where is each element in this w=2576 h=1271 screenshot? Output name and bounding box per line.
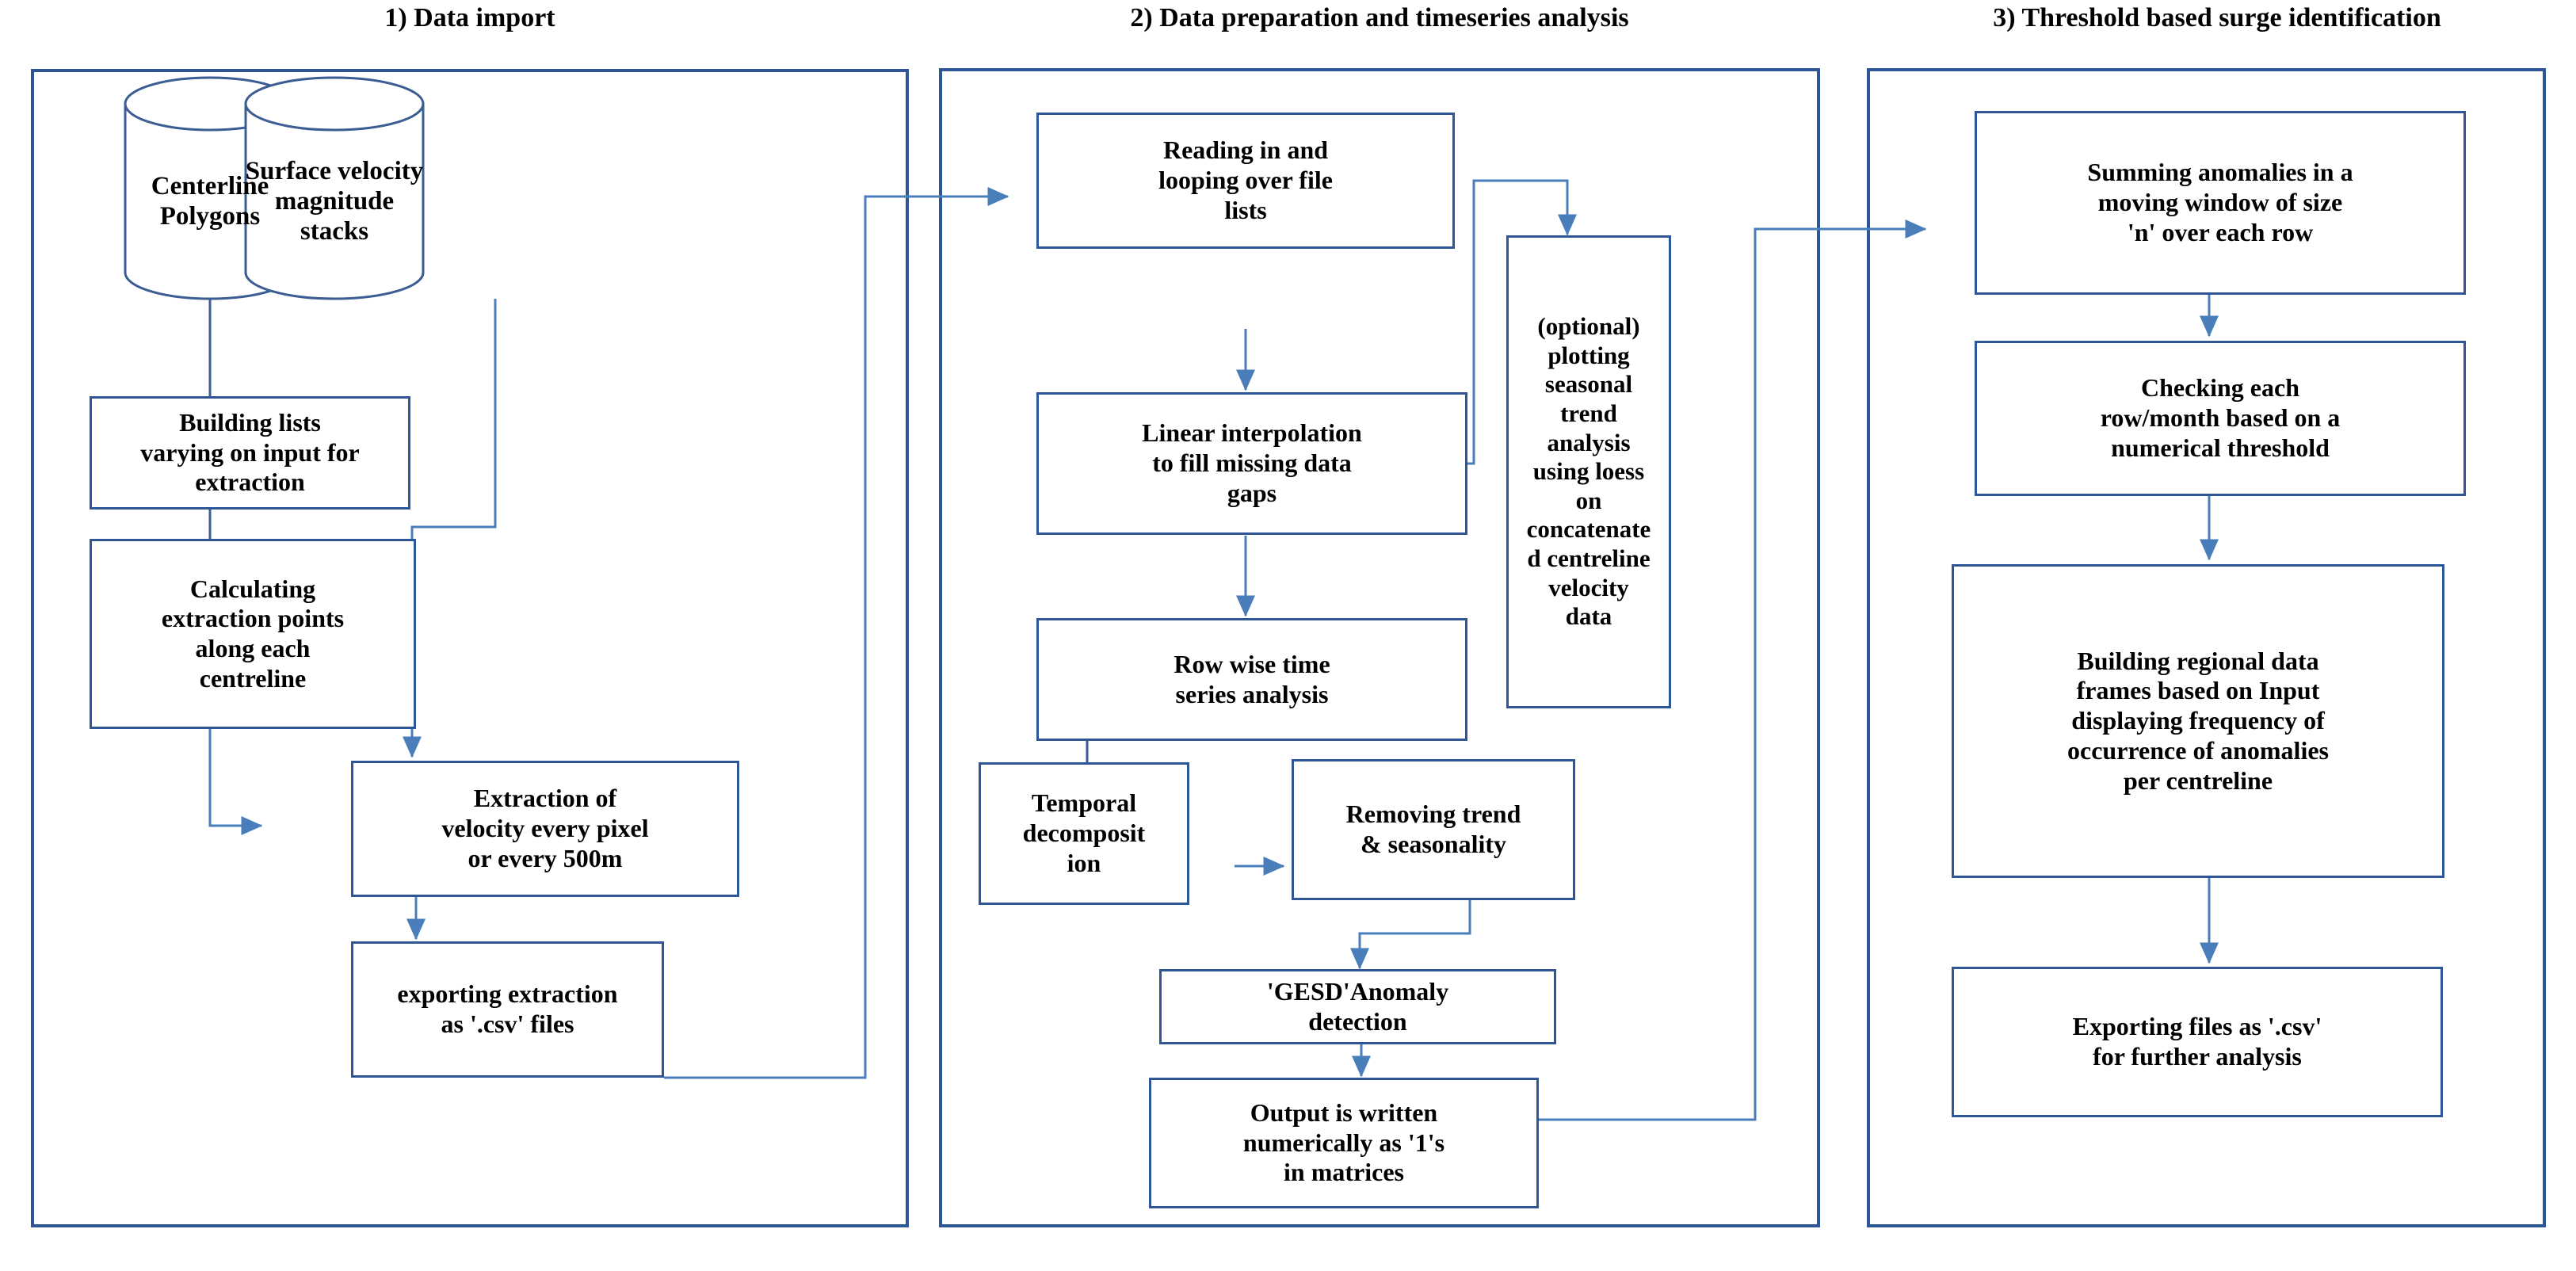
panel-3-frame bbox=[1867, 68, 2546, 1227]
node-reading-looping-file-lists[interactable]: Reading in and looping over file lists bbox=[1036, 113, 1455, 249]
node-building-lists[interactable]: Building lists varying on input for extr… bbox=[90, 396, 410, 510]
node-exporting-extraction-csv[interactable]: exporting extraction as '.csv' files bbox=[351, 941, 664, 1078]
node-extraction-of-velocity-label: Extraction of velocity every pixel or ev… bbox=[441, 784, 649, 872]
node-checking-row-month-label: Checking each row/month based on a numer… bbox=[2100, 373, 2341, 462]
connector-output-to-summing bbox=[1539, 219, 1927, 1121]
node-linear-interpolation[interactable]: Linear interpolation to fill missing dat… bbox=[1036, 392, 1467, 535]
node-gesd-anomaly-detection-label: 'GESD'Anomaly detection bbox=[1266, 976, 1449, 1036]
node-exporting-files-csv[interactable]: Exporting files as '.csv' for further an… bbox=[1952, 967, 2443, 1117]
panel-2-title: 2) Data preparation and timeseries analy… bbox=[1130, 3, 1629, 32]
connector-surface-velocity-to-extraction bbox=[403, 299, 497, 758]
connector-removing-to-gesd bbox=[1350, 900, 1471, 970]
cylinder-label-centerline-polygons: Centerline Polygons bbox=[151, 172, 269, 231]
node-calculating-extraction-points[interactable]: Calculating extraction points along each… bbox=[90, 539, 416, 729]
connector-exporting-to-reading bbox=[664, 187, 1009, 1079]
node-temporal-decomposition-label: Temporal decomposit ion bbox=[1022, 788, 1146, 877]
connector-calculating-to-extraction bbox=[208, 729, 263, 835]
node-calculating-extraction-points-label: Calculating extraction points along each… bbox=[161, 574, 345, 693]
node-row-wise-time-series[interactable]: Row wise time series analysis bbox=[1036, 618, 1467, 741]
node-building-regional-data-frames[interactable]: Building regional data frames based on I… bbox=[1952, 564, 2444, 878]
node-linear-interpolation-label: Linear interpolation to fill missing dat… bbox=[1142, 418, 1362, 507]
node-extraction-of-velocity[interactable]: Extraction of velocity every pixel or ev… bbox=[351, 761, 739, 897]
node-optional-plotting-loess[interactable]: (optional) plotting seasonal trend analy… bbox=[1506, 235, 1671, 708]
panel-3-title: 3) Threshold based surge identification bbox=[1993, 3, 2441, 32]
node-building-regional-data-frames-label: Building regional data frames based on I… bbox=[2067, 646, 2329, 795]
node-removing-trend-seasonality-label: Removing trend & seasonality bbox=[1345, 800, 1521, 858]
panel-1-frame bbox=[31, 69, 909, 1227]
node-summing-anomalies-label: Summing anomalies in a moving window of … bbox=[2087, 158, 2353, 246]
node-exporting-files-csv-label: Exporting files as '.csv' for further an… bbox=[2072, 1012, 2322, 1071]
node-summing-anomalies[interactable]: Summing anomalies in a moving window of … bbox=[1975, 111, 2466, 295]
node-exporting-extraction-csv-label: exporting extraction as '.csv' files bbox=[397, 979, 618, 1038]
node-row-wise-time-series-label: Row wise time series analysis bbox=[1174, 649, 1330, 708]
node-temporal-decomposition[interactable]: Temporal decomposit ion bbox=[979, 762, 1189, 905]
node-reading-looping-file-lists-label: Reading in and looping over file lists bbox=[1158, 135, 1333, 224]
panel-2-frame bbox=[939, 68, 1820, 1227]
node-output-written-numerically-label: Output is written numerically as '1's in… bbox=[1242, 1097, 1445, 1187]
node-gesd-anomaly-detection[interactable]: 'GESD'Anomaly detection bbox=[1159, 969, 1556, 1044]
node-removing-trend-seasonality[interactable]: Removing trend & seasonality bbox=[1292, 759, 1575, 900]
node-checking-row-month[interactable]: Checking each row/month based on a numer… bbox=[1975, 341, 2466, 496]
node-output-written-numerically[interactable]: Output is written numerically as '1's in… bbox=[1149, 1078, 1539, 1208]
cylinder-surface-velocity-stacks bbox=[244, 76, 425, 300]
node-building-lists-label: Building lists varying on input for extr… bbox=[140, 407, 360, 497]
node-optional-plotting-loess-label: (optional) plotting seasonal trend analy… bbox=[1526, 312, 1651, 631]
cylinder-label-surface-velocity-stacks: Surface velocity magnitude stacks bbox=[245, 157, 424, 246]
connector-linear-to-optional bbox=[1467, 179, 1577, 465]
panel-1-title: 1) Data import bbox=[384, 3, 555, 32]
